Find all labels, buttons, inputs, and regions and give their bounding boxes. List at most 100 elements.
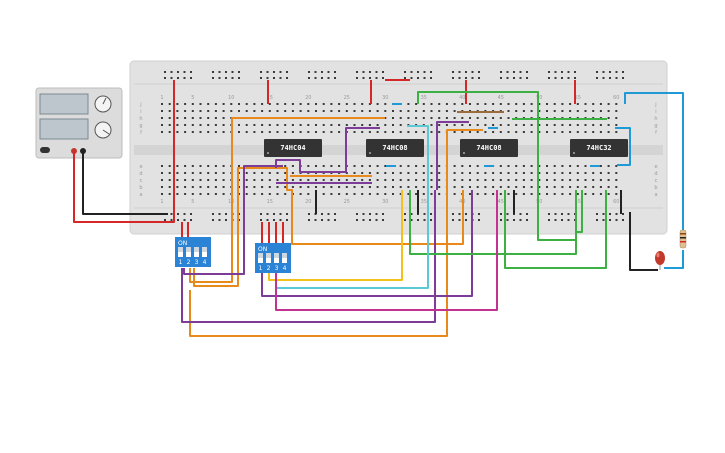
rail-hole[interactable] <box>404 219 406 221</box>
breadboard-hole[interactable] <box>607 103 610 105</box>
breadboard-hole[interactable] <box>176 179 179 181</box>
breadboard-hole[interactable] <box>592 103 595 105</box>
power-switch[interactable] <box>40 147 50 153</box>
breadboard-hole[interactable] <box>222 193 225 195</box>
chip-u4[interactable]: 74HC32 <box>570 139 628 157</box>
breadboard-hole[interactable] <box>353 103 356 105</box>
breadboard-hole[interactable] <box>546 110 548 112</box>
rail-hole[interactable] <box>465 213 467 215</box>
breadboard-hole[interactable] <box>561 165 564 167</box>
rail-hole[interactable] <box>170 219 173 221</box>
breadboard-hole[interactable] <box>607 172 610 174</box>
breadboard-hole[interactable] <box>561 186 564 188</box>
breadboard-hole[interactable] <box>253 179 256 181</box>
breadboard-hole[interactable] <box>445 124 448 126</box>
rail-hole[interactable] <box>615 219 618 221</box>
breadboard-hole[interactable] <box>522 103 525 105</box>
breadboard-hole[interactable] <box>191 179 194 181</box>
rail-hole[interactable] <box>170 213 173 215</box>
breadboard-hole[interactable] <box>522 165 525 167</box>
breadboard-hole[interactable] <box>338 165 341 167</box>
rail-hole[interactable] <box>266 71 269 73</box>
breadboard-hole[interactable] <box>469 165 471 167</box>
rail-hole[interactable] <box>183 77 186 79</box>
chip-u2[interactable]: 74HC08 <box>366 139 424 157</box>
breadboard-hole[interactable] <box>261 179 264 181</box>
breadboard-hole[interactable] <box>522 179 525 181</box>
rail-hole[interactable] <box>417 219 419 221</box>
rail-hole[interactable] <box>548 77 550 79</box>
breadboard-hole[interactable] <box>430 103 433 105</box>
breadboard-hole[interactable] <box>476 172 479 174</box>
breadboard-hole[interactable] <box>476 117 479 119</box>
breadboard-hole[interactable] <box>161 124 163 126</box>
breadboard-hole[interactable] <box>291 124 294 126</box>
breadboard-hole[interactable] <box>322 193 325 195</box>
breadboard-hole[interactable] <box>299 186 302 188</box>
breadboard-hole[interactable] <box>415 110 418 112</box>
breadboard-hole[interactable] <box>245 131 248 133</box>
breadboard-hole[interactable] <box>338 110 341 112</box>
breadboard-hole[interactable] <box>507 172 510 174</box>
breadboard-hole[interactable] <box>199 179 202 181</box>
breadboard-hole[interactable] <box>499 179 502 181</box>
breadboard-hole[interactable] <box>592 179 595 181</box>
rail-hole[interactable] <box>526 213 528 215</box>
rail-hole[interactable] <box>430 77 432 79</box>
rail-hole[interactable] <box>286 213 288 215</box>
breadboard-hole[interactable] <box>161 172 163 174</box>
rail-hole[interactable] <box>423 219 426 221</box>
breadboard-hole[interactable] <box>553 103 556 105</box>
breadboard-hole[interactable] <box>353 179 356 181</box>
breadboard-hole[interactable] <box>469 124 471 126</box>
breadboard-hole[interactable] <box>599 124 602 126</box>
rail-hole[interactable] <box>356 213 358 215</box>
breadboard-hole[interactable] <box>376 124 379 126</box>
breadboard-hole[interactable] <box>538 110 541 112</box>
breadboard-hole[interactable] <box>561 131 564 133</box>
rail-hole[interactable] <box>321 219 323 221</box>
breadboard-hole[interactable] <box>368 103 371 105</box>
breadboard-hole[interactable] <box>453 131 456 133</box>
breadboard-hole[interactable] <box>438 172 441 174</box>
rail-hole[interactable] <box>478 213 480 215</box>
breadboard-hole[interactable] <box>276 172 279 174</box>
rail-hole[interactable] <box>273 219 275 221</box>
breadboard-hole[interactable] <box>168 131 171 133</box>
breadboard-hole[interactable] <box>284 193 287 195</box>
breadboard-hole[interactable] <box>453 103 456 105</box>
breadboard-hole[interactable] <box>268 131 271 133</box>
breadboard-hole[interactable] <box>407 165 410 167</box>
rail-hole[interactable] <box>334 219 336 221</box>
breadboard-hole[interactable] <box>361 110 364 112</box>
rail-hole[interactable] <box>567 219 570 221</box>
rail-hole[interactable] <box>410 71 413 73</box>
breadboard-hole[interactable] <box>569 131 572 133</box>
breadboard-hole[interactable] <box>284 131 287 133</box>
breadboard-hole[interactable] <box>315 103 317 105</box>
breadboard-hole[interactable] <box>338 124 341 126</box>
breadboard-hole[interactable] <box>392 179 394 181</box>
breadboard-hole[interactable] <box>338 131 341 133</box>
breadboard-hole[interactable] <box>522 110 525 112</box>
breadboard-hole[interactable] <box>307 124 310 126</box>
breadboard-hole[interactable] <box>392 186 394 188</box>
breadboard-hole[interactable] <box>361 193 364 195</box>
breadboard-hole[interactable] <box>253 172 256 174</box>
rail-hole[interactable] <box>430 71 432 73</box>
breadboard-hole[interactable] <box>599 179 602 181</box>
rail-hole[interactable] <box>471 77 474 79</box>
breadboard-hole[interactable] <box>230 110 233 112</box>
breadboard-hole[interactable] <box>430 165 433 167</box>
breadboard-hole[interactable] <box>261 103 264 105</box>
rail-hole[interactable] <box>238 71 240 73</box>
breadboard-hole[interactable] <box>430 179 433 181</box>
breadboard-hole[interactable] <box>345 103 348 105</box>
breadboard-hole[interactable] <box>315 165 317 167</box>
breadboard-hole[interactable] <box>299 124 302 126</box>
rail-hole[interactable] <box>567 213 570 215</box>
breadboard-hole[interactable] <box>161 179 163 181</box>
breadboard-hole[interactable] <box>507 103 510 105</box>
breadboard-hole[interactable] <box>268 103 271 105</box>
breadboard-hole[interactable] <box>553 131 556 133</box>
